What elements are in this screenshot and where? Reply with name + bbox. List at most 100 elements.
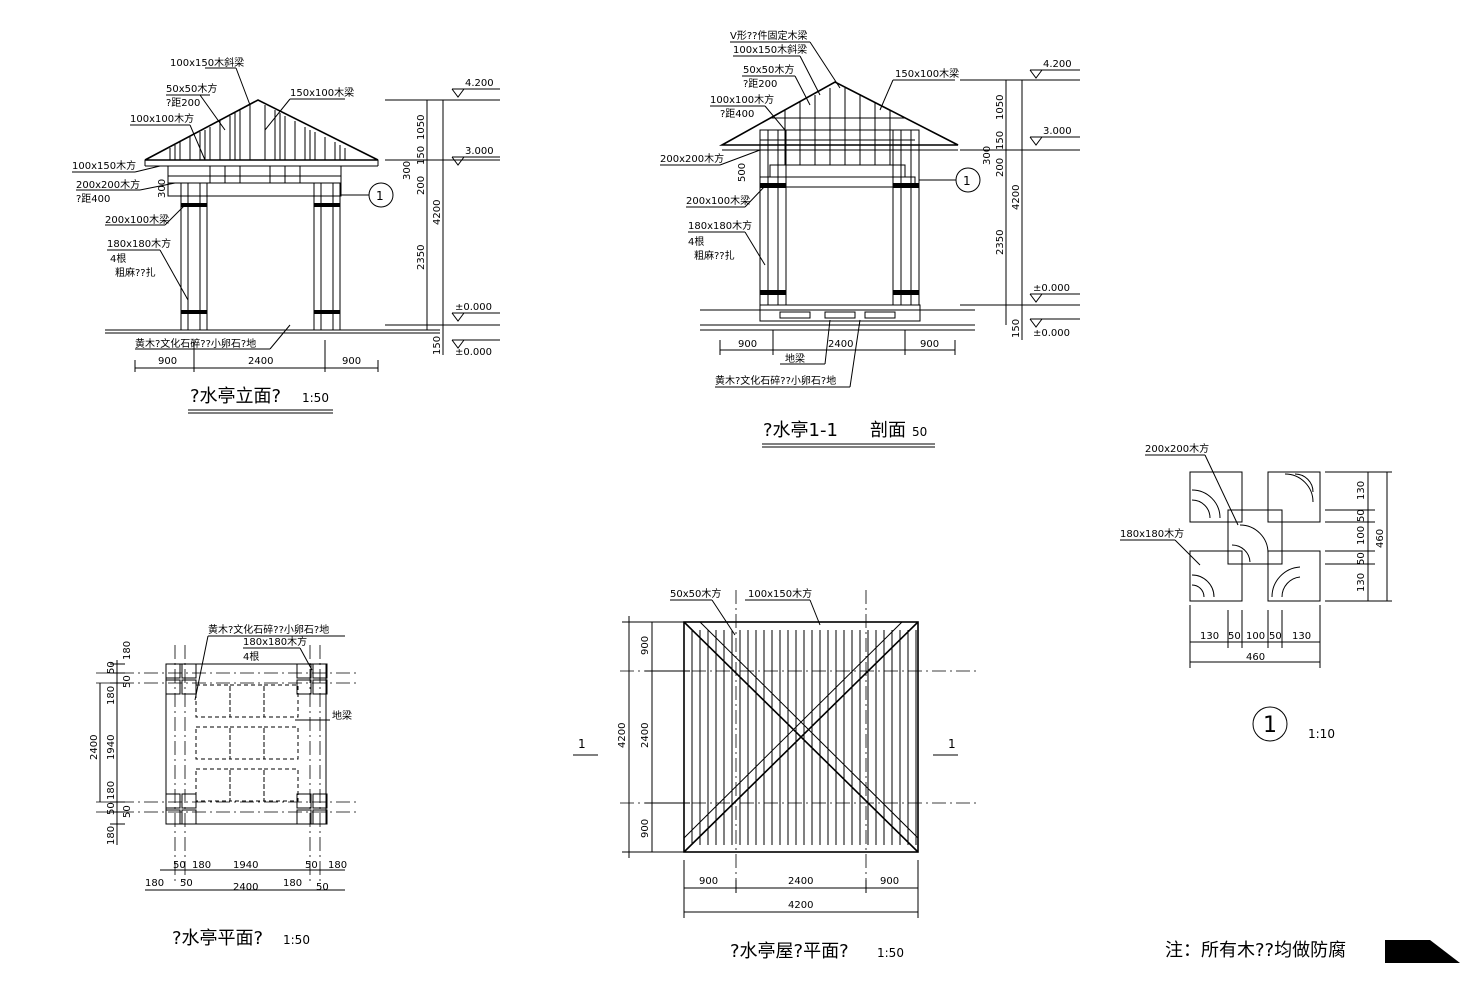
plan-label-4: 地梁 [332, 709, 352, 722]
sect-level-3: ±0.000 [1033, 283, 1070, 294]
plan-label-3: 4根 [243, 650, 259, 663]
sect-dimv-5: 2350 [995, 230, 1006, 255]
detail-dimr-1: 130 [1356, 481, 1367, 500]
detail-dimb1-2: 50 [1228, 631, 1241, 642]
pavilion-section: 1 V形??件固定木梁 100x150木斜梁 50x50木方 ?距200 100… [660, 29, 1080, 448]
plan-dimb2-2: 50 [180, 878, 193, 889]
sect-label-5: 100x100木方 [710, 93, 774, 106]
roof-label-1: 50x50木方 [670, 587, 721, 600]
roof-diml-4: 900 [640, 819, 651, 838]
sect-label-12: 粗麻??扎 [694, 249, 735, 262]
plan-diml-6: 1940 [106, 735, 117, 760]
elevation-title: ?水亭立面? [190, 386, 281, 407]
detail-label-1: 200x200木方 [1145, 442, 1209, 455]
detail-dimb2-1: 460 [1246, 652, 1265, 663]
detail-dimr-4: 50 [1356, 552, 1367, 565]
roof-label-2: 100x150木方 [748, 587, 812, 600]
detail-dimr-5: 130 [1356, 573, 1367, 592]
sect-level-1: 4.200 [1043, 59, 1072, 70]
elev-level-2: 3.000 [465, 146, 494, 157]
column-detail: 200x200木方 180x180木方 130 50 100 50 130 46… [1120, 442, 1392, 742]
elevation-callout: 1 [376, 189, 384, 203]
elev-label-3: ?距200 [166, 97, 200, 109]
elev-dimv-7: 150 [432, 336, 443, 355]
plan-dimb1-4: 50 [305, 860, 318, 871]
sect-label-13: 地梁 [785, 352, 805, 365]
note: 注：所有木??均做防腐 [1165, 940, 1460, 963]
plan-dimb2-4: 180 [283, 878, 302, 889]
plan-label-1: 黄木?文化石碎??小卵石?地 [208, 623, 329, 636]
elev-dimh-3: 900 [342, 356, 361, 367]
plan-diml-9: 50 [122, 805, 133, 818]
elev-level-3: ±0.000 [455, 302, 492, 313]
elev-dimh-1: 900 [158, 356, 177, 367]
detail-dimb1-1: 130 [1200, 631, 1219, 642]
elev-level-1: 4.200 [465, 78, 494, 89]
elev-level-4: ±0.000 [455, 347, 492, 358]
elev-dimv-8: 300 [157, 179, 168, 198]
elev-dimv-4: 200 [416, 176, 427, 195]
elev-label-9: 200x100木梁 [105, 213, 169, 226]
elev-label-4: 150x100木梁 [290, 86, 354, 99]
section-title-2: 剖面 [870, 420, 906, 441]
detail-dimr-3: 100 [1356, 526, 1367, 545]
plan-diml-3: 50 [122, 675, 133, 688]
plan-dimb2-1: 180 [145, 878, 164, 889]
plan-scale: 1:50 [283, 933, 310, 947]
elev-label-1: 100x150木斜梁 [170, 56, 244, 69]
roof-dimb2-1: 4200 [788, 900, 813, 911]
sect-label-10: 180x180木方 [688, 219, 752, 232]
elev-label-11: 4根 [110, 252, 126, 265]
roof-dimb1-3: 900 [880, 876, 899, 887]
plan-diml-10: 180 [106, 826, 117, 845]
detail-dimb1-5: 130 [1292, 631, 1311, 642]
plan-title: ?水亭平面? [172, 928, 263, 949]
sect-label-4: ?距200 [743, 78, 777, 90]
elev-label-5: 100x100木方 [130, 112, 194, 125]
sect-dimh-3: 900 [920, 339, 939, 350]
plan-diml-5: 2400 [89, 735, 100, 760]
plan-dimb2-5: 50 [316, 882, 329, 893]
roof-diml-3: 2400 [640, 723, 651, 748]
roof-section-mark-left: 1 [578, 737, 586, 751]
detail-label-2: 180x180木方 [1120, 527, 1184, 540]
roof-dimb1-1: 900 [699, 876, 718, 887]
detail-callout: 1 [1263, 713, 1277, 738]
sect-dimh-1: 900 [738, 339, 757, 350]
section-scale: 50 [912, 425, 927, 439]
elev-label-12: 粗麻??扎 [115, 266, 156, 279]
plan-dimb1-2: 180 [192, 860, 211, 871]
sect-dimv-7: 150 [1011, 319, 1022, 338]
elev-dimv-2: 150 [416, 146, 427, 165]
roof-section-mark-right: 1 [948, 737, 956, 751]
sect-level-4: ±0.000 [1033, 328, 1070, 339]
roof-slats [169, 105, 346, 160]
roof-dimb1-2: 2400 [788, 876, 813, 887]
sect-dimv-2: 150 [995, 131, 1006, 150]
elev-label-8: ?距400 [76, 193, 110, 205]
plan-label-2: 180x180木方 [243, 635, 307, 648]
sect-level-2: 3.000 [1043, 126, 1072, 137]
sect-dimv-4: 200 [995, 158, 1006, 177]
roof-diml-2: 4200 [617, 723, 628, 748]
elev-dimv-3: 300 [402, 161, 413, 180]
sect-label-3: 50x50木方 [743, 63, 794, 76]
roof-plan-scale: 1:50 [877, 946, 904, 960]
pavilion-plan: 黄木?文化石碎??小卵石?地 180x180木方 4根 地梁 50 180 50… [89, 623, 360, 949]
sect-label-2: 100x150木斜梁 [733, 43, 807, 56]
elev-dimv-1: 1050 [416, 115, 427, 140]
pavilion-roof-plan: 50x50木方 100x150木方 1 1 900 4200 2400 900 … [573, 587, 980, 962]
detail-dimb1-3: 100 [1246, 631, 1265, 642]
roof-plan-title: ?水亭屋?平面? [730, 941, 849, 962]
plan-dimb2-3: 2400 [233, 882, 258, 893]
elev-label-10: 180x180木方 [107, 237, 171, 250]
detail-scale: 1:10 [1308, 727, 1335, 741]
elev-label-2: 50x50木方 [166, 82, 217, 95]
detail-dimb1-4: 50 [1269, 631, 1282, 642]
elev-label-7: 200x200木方 [76, 178, 140, 191]
section-title: ?水亭1-1 [763, 420, 838, 441]
plan-diml-2: 180 [122, 641, 133, 660]
sect-dimh-2: 2400 [828, 339, 853, 350]
sect-label-8: 200x200木方 [660, 152, 724, 165]
